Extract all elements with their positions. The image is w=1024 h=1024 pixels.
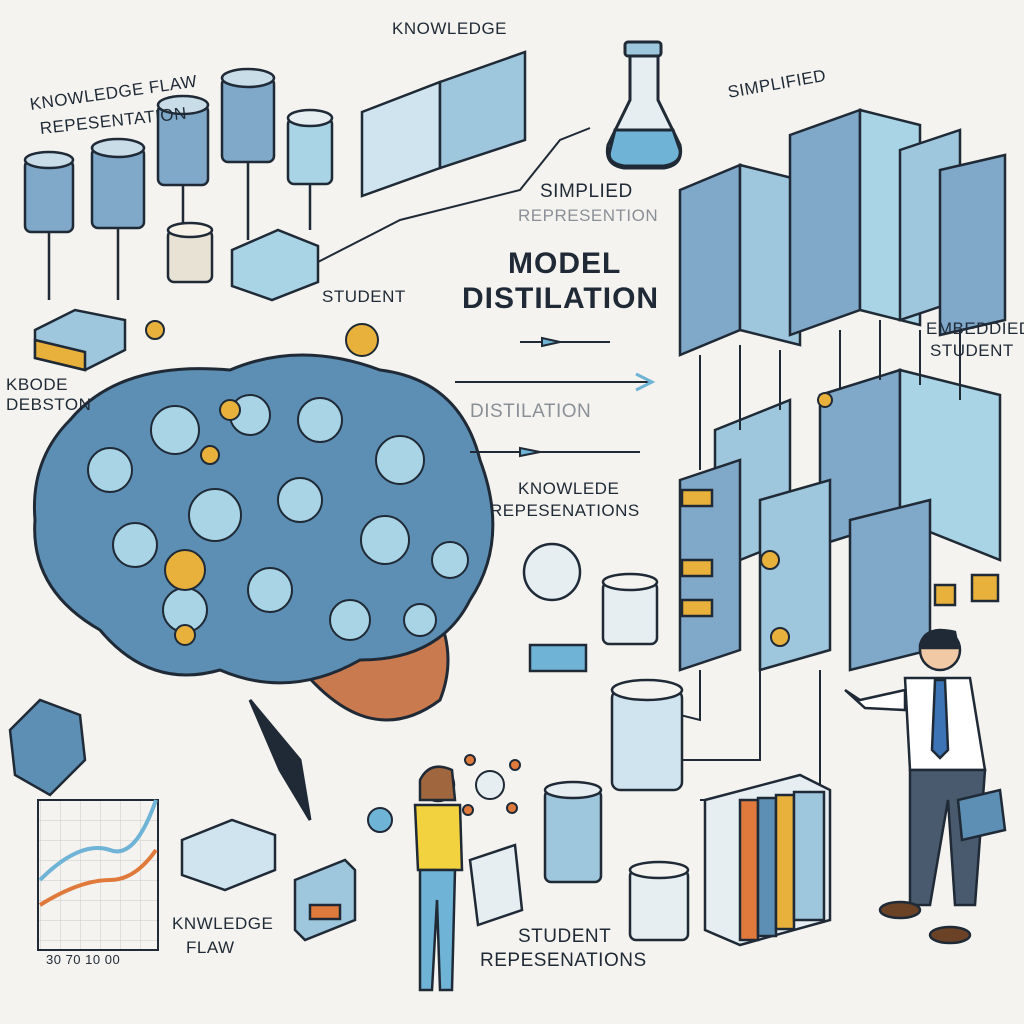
line-chart-sketch <box>37 799 159 951</box>
teacher-figure <box>844 628 1007 945</box>
label-student-rep: STUDENT <box>518 926 612 947</box>
server-racks <box>619 108 1007 801</box>
data-stacks <box>522 542 690 942</box>
student-figure <box>413 765 524 992</box>
database-icon <box>156 94 210 240</box>
label-embedded: EMBEDDIED <box>926 319 1024 338</box>
title-model: MODEL <box>508 247 622 280</box>
label-embedded-student: STUDENT <box>930 341 1014 360</box>
database-icon <box>90 137 146 300</box>
label-student-mid: STUDENT <box>322 287 406 306</box>
database-icon <box>286 108 334 230</box>
molecule-icon <box>367 754 521 833</box>
knowledge-blocks <box>33 50 591 372</box>
label-knowledge-rep: KNOWLEDE <box>518 479 620 498</box>
label-knowledge-top: KNOWLEDGE <box>392 19 508 38</box>
knowledge-flaw-blocks <box>180 818 357 942</box>
bookshelf <box>703 773 832 947</box>
label-simplified: SIMPLIED <box>540 181 633 202</box>
distillation-arrows <box>455 336 656 458</box>
chart-tick-labels: 30 70 10 00 <box>46 952 121 967</box>
title-distilation: DISTILATION <box>462 282 660 315</box>
database-icon <box>23 150 75 300</box>
label-debston: DEBSTON <box>6 395 92 414</box>
label-student-representations: REPESENATIONS <box>480 950 647 971</box>
jar-icon <box>166 221 214 284</box>
crystal-icon <box>8 698 87 797</box>
label-simplified-representation: REPRESENTION <box>518 206 659 225</box>
label-distilation-arrow: DISTILATION <box>470 401 592 422</box>
flask-icon <box>605 40 683 170</box>
label-knowledge-flaw: KNWLEDGE <box>172 914 274 933</box>
label-representations: REPESENATIONS <box>490 501 640 520</box>
database-cylinders <box>23 67 334 300</box>
database-icon <box>220 67 276 240</box>
label-flaw: FLAW <box>186 938 235 957</box>
label-kbode: KBODE <box>6 375 69 394</box>
brain-illustration <box>32 320 495 821</box>
